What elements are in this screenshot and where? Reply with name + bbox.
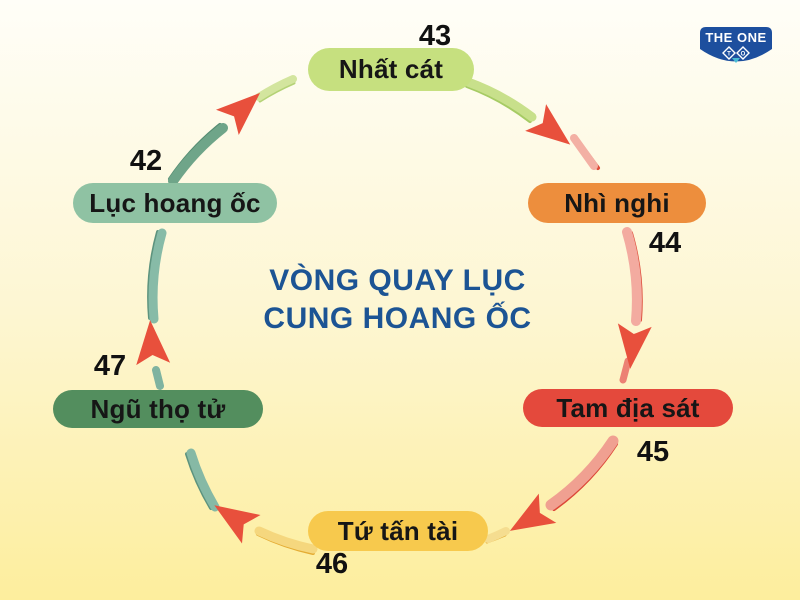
- node-label: Lục hoang ốc: [89, 187, 261, 218]
- brand-logo: THE ONE T O: [695, 22, 777, 76]
- node-number-tu-tan-tai: 46: [315, 548, 349, 580]
- arrowhead-icon: [509, 493, 557, 531]
- badge-shape: [700, 27, 772, 62]
- diamond-o-icon: [736, 46, 750, 60]
- arc-tam-dia-sat-to-tu-tan-tai: [545, 435, 619, 511]
- arrowhead-icon: [136, 320, 171, 366]
- node-nhat-cat: Nhất cát: [308, 48, 474, 91]
- node-number-nhi-nghi: 44: [648, 227, 682, 259]
- arc-nhat-cat-to-nhi-nghi: [463, 77, 537, 122]
- arc-nhi-nghi-to-tam-dia-sat: [622, 227, 642, 326]
- arc-ngu-tho-tu-to-luc-hoang-oc: [148, 228, 167, 324]
- arc-tail-into-nhi-nghi: [570, 134, 598, 170]
- arc-tu-tan-tai-to-ngu-tho-tu: [254, 526, 318, 554]
- node-label: Tam địa sát: [556, 392, 700, 423]
- arc-tail-edge-green: [258, 81, 296, 103]
- arrowhead-icon: [617, 323, 652, 369]
- arc-tail-into-tam-dia-sat: [619, 357, 632, 384]
- arrowhead-icon: [525, 104, 571, 145]
- arrowhead-icon: [214, 505, 261, 544]
- node-tu-tan-tai: Tứ tấn tài: [308, 511, 488, 551]
- mark-letter-o: O: [741, 52, 746, 58]
- node-number-luc-hoang-oc: 42: [129, 145, 163, 177]
- node-number-nhat-cat: 43: [418, 20, 452, 52]
- node-number-tam-dia-sat: 45: [636, 436, 670, 468]
- node-tam-dia-sat: Tam địa sát: [523, 389, 733, 427]
- title-line-2: CUNG HOANG ỐC: [263, 301, 532, 335]
- diamond-t-icon: [722, 46, 736, 60]
- title-line-1: VÒNG QUAY LỤC: [269, 264, 526, 297]
- node-ngu-tho-tu: Ngũ thọ tử: [53, 390, 263, 428]
- the-one-badge-icon: THE ONE T O: [700, 27, 772, 63]
- page-title: VÒNG QUAY LỤC CUNG HOANG ỐC: [240, 262, 555, 337]
- brand-name: THE ONE: [705, 30, 766, 45]
- mark-letter-t: T: [727, 52, 731, 58]
- node-label: Nhì nghi: [564, 187, 670, 218]
- teal-triangle-icon: [732, 58, 740, 63]
- arrowhead-icon: [215, 92, 261, 136]
- node-number-ngu-tho-tu: 47: [93, 350, 127, 382]
- node-label: Tứ tấn tài: [337, 515, 459, 546]
- node-luc-hoang-oc: Lục hoang ốc: [73, 183, 277, 223]
- node-label: Nhất cát: [338, 54, 444, 84]
- arc-tail-into-ngu-tho-tu: [186, 448, 220, 512]
- arc-stub-from-ngu-tho-tu: [152, 366, 164, 390]
- arc-tail-into-tu-tan-tai: [484, 527, 510, 543]
- arc-tail-into-nhat-cat: [255, 75, 297, 101]
- node-label: Ngũ thọ tử: [90, 393, 226, 424]
- node-nhi-nghi: Nhì nghi: [528, 183, 706, 223]
- arc-luc-hoang-oc-to-nhat-cat: [168, 123, 228, 186]
